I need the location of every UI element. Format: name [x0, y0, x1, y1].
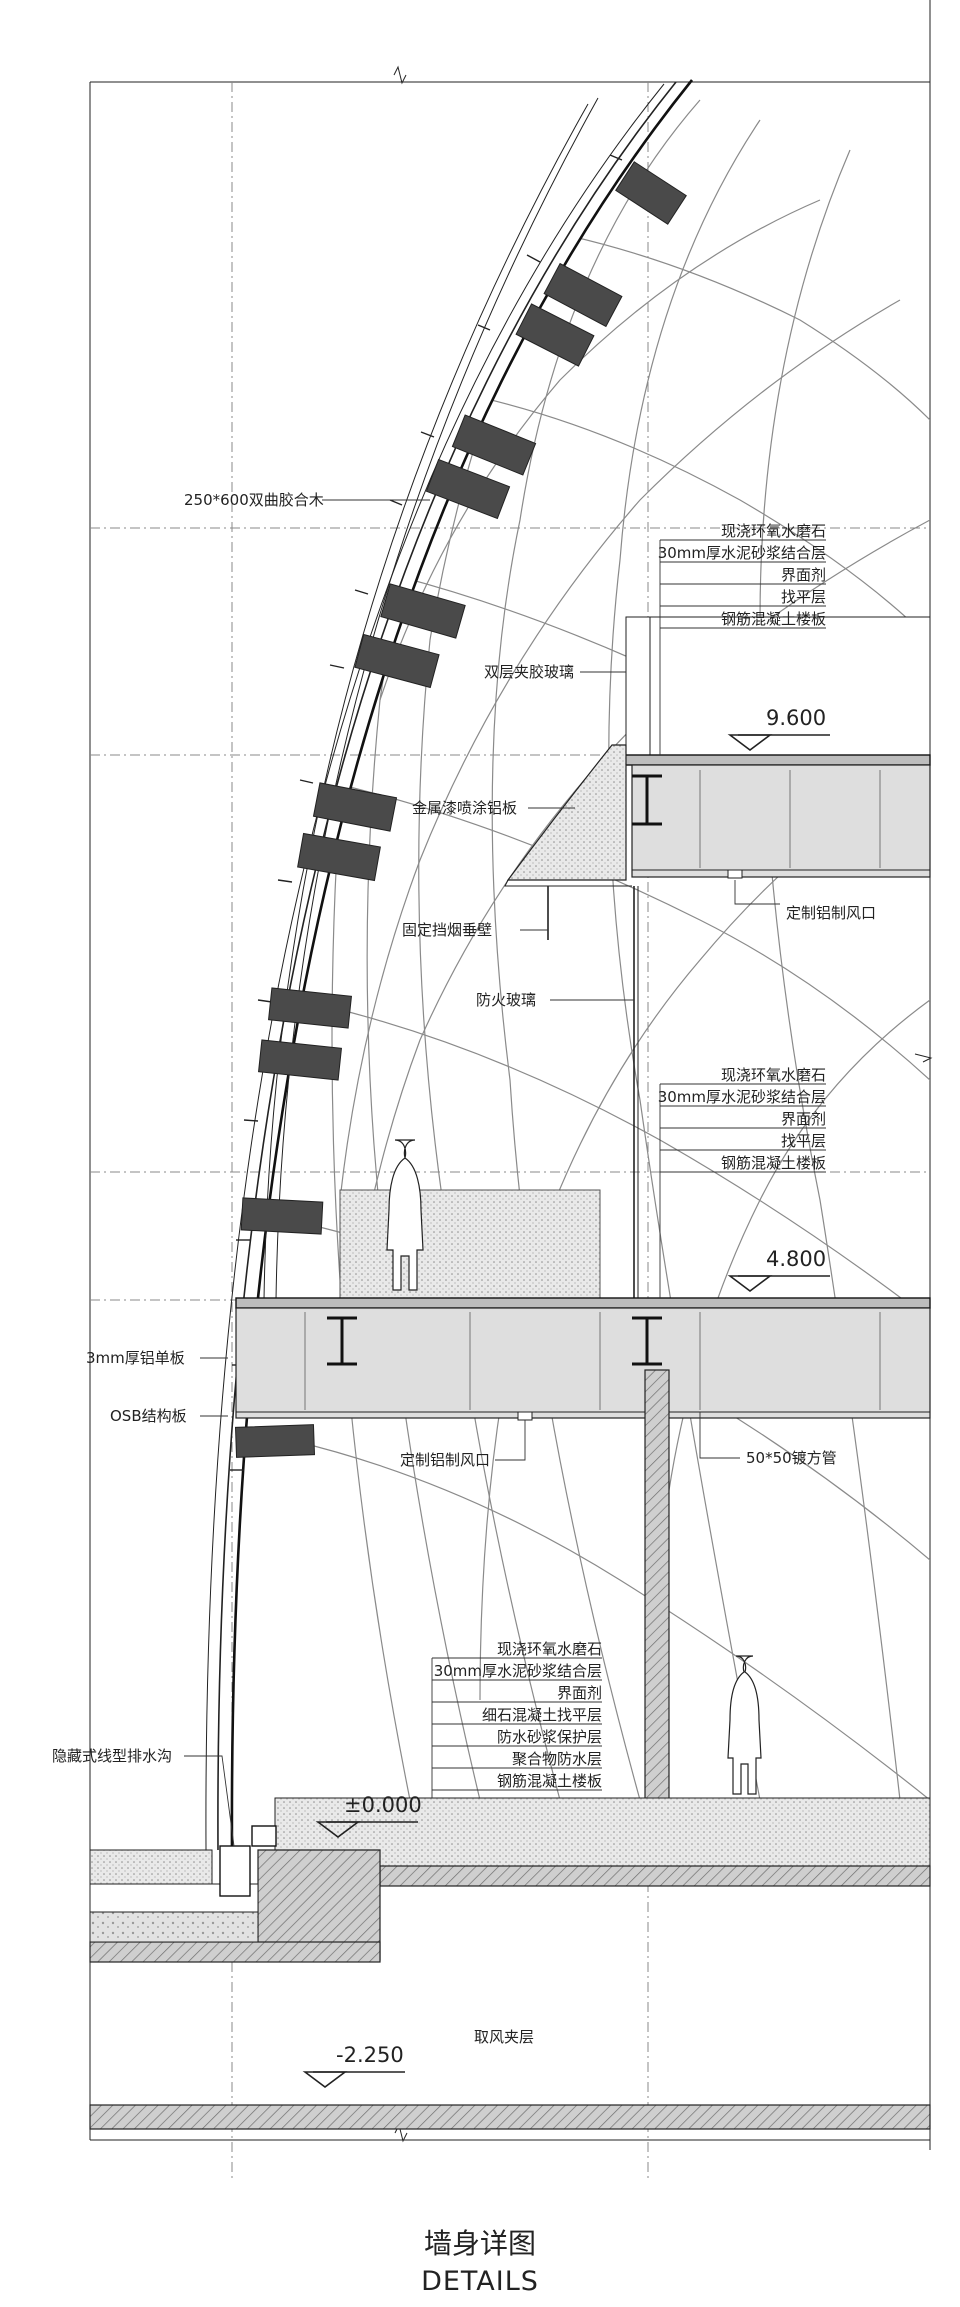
note-al-sheet: 3mm厚铝单板	[86, 1349, 185, 1367]
curved-facade-shell	[205, 79, 694, 1851]
elevation-m2250: -2.250	[302, 2043, 405, 2088]
note-fire-glass: 防火玻璃	[476, 991, 536, 1009]
leader-lines	[184, 499, 826, 1847]
floor-9600	[504, 616, 931, 1300]
floor-4800-layer-4: 找平层	[781, 1132, 826, 1150]
floor-4800-layer-1: 现浇环氧水磨石	[721, 1066, 826, 1084]
dome-interior-network	[289, 99, 931, 1801]
floor-9600-layer-4: 找平层	[781, 588, 826, 606]
elevation-0000: ±0.000	[315, 1793, 422, 1838]
elevation-4800: 4.800	[727, 1247, 830, 1292]
drawing-caption: 墙身详图 DETAILS	[421, 2227, 539, 2297]
note-osb: OSB结构板	[110, 1407, 187, 1425]
floor-4800-layer-5: 钢筋混凝土楼板	[721, 1154, 826, 1172]
axis-lines	[89, 0, 933, 2180]
floor-4800	[235, 1139, 931, 1421]
floor-4800-layer-3: 界面剂	[781, 1110, 826, 1128]
floor-9600-layer-3: 界面剂	[781, 566, 826, 584]
note-metal-panel: 金属漆喷涂铝板	[412, 799, 517, 817]
note-drain: 隐藏式线型排水沟	[52, 1747, 172, 1765]
note-smoke-screen: 固定挡烟垂壁	[402, 921, 492, 939]
floor-9600-layer-5: 钢筋混凝土楼板	[721, 610, 826, 628]
note-steel-tube: 50*50镀方管	[746, 1449, 837, 1467]
note-air-plenum: 取风夹层	[474, 2028, 534, 2046]
floor-9600-layer-2: 30mm厚水泥砂浆结合层	[658, 544, 826, 562]
elevation-4800-label: 4.800	[766, 1247, 826, 1271]
elevation-9600-label: 9.600	[766, 706, 826, 730]
note-laminated-glass: 双层夹胶玻璃	[484, 663, 574, 681]
ground-floor	[89, 1369, 931, 2130]
floor-0000-layer-2: 30mm厚水泥砂浆结合层	[434, 1662, 602, 1680]
annotations: 250*600双曲胶合木 现浇环氧水磨石 30mm厚水泥砂浆结合层 界面剂 找平…	[52, 491, 876, 2046]
elevation-9600: 9.600	[727, 706, 830, 751]
note-vent-upper: 定制铝制风口	[786, 904, 876, 922]
note-vent-lower: 定制铝制风口	[400, 1451, 490, 1469]
floor-0000-layer-6: 聚合物防水层	[512, 1750, 602, 1768]
floor-9600-layer-1: 现浇环氧水磨石	[721, 522, 826, 540]
drawing-title: 墙身详图	[424, 2227, 536, 2260]
drawing-subtitle: DETAILS	[421, 2266, 539, 2297]
floor-0000-layer-4: 细石混凝土找平层	[482, 1706, 602, 1724]
elevation-0000-label: ±0.000	[344, 1793, 422, 1817]
elevation-m2250-label: -2.250	[336, 2043, 404, 2067]
floor-0000-layer-3: 界面剂	[557, 1684, 602, 1702]
floor-0000-layer-7: 钢筋混凝土楼板	[497, 1772, 602, 1790]
floor-0000-layer-5: 防水砂浆保护层	[497, 1728, 602, 1746]
elevation-markers: 9.600 4.800 ±0.000 -2.250	[302, 706, 830, 2088]
floor-0000-layer-1: 现浇环氧水磨石	[497, 1640, 602, 1658]
note-glulam: 250*600双曲胶合木	[184, 491, 324, 509]
floor-4800-layer-2: 30mm厚水泥砂浆结合层	[658, 1088, 826, 1106]
glulam-ribs	[234, 161, 687, 1458]
